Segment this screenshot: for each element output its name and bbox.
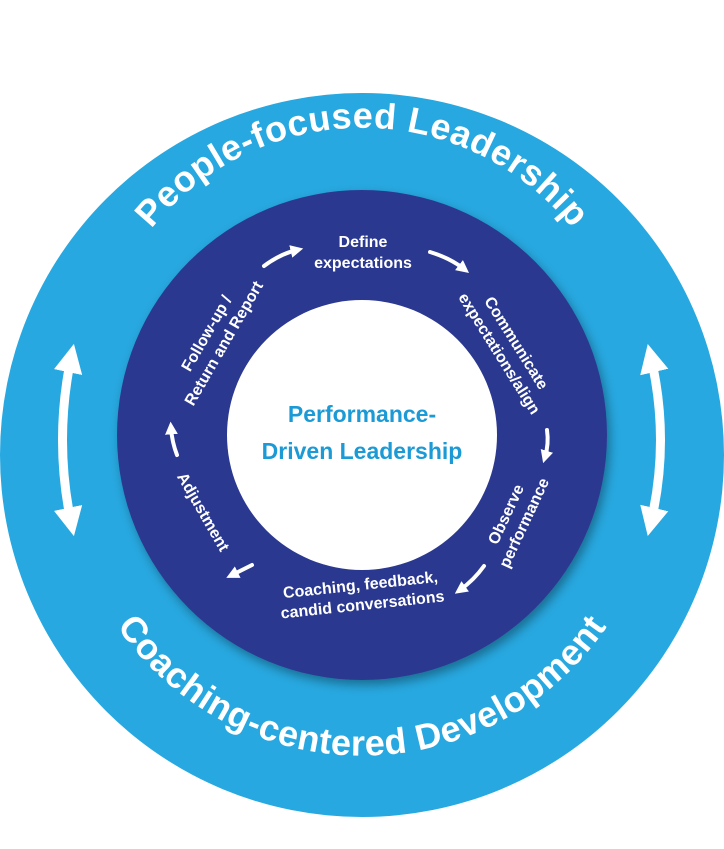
cycle-arrow-4: [454, 564, 486, 594]
center-circle: [227, 300, 497, 570]
cycle-arrow-1: [262, 245, 304, 268]
center-title-line1: Performance-: [288, 401, 436, 427]
center-title-line2: Driven Leadership: [262, 438, 463, 464]
left-double-arrow-icon: [53, 343, 83, 537]
cycle-step-define: Define expectations: [314, 234, 412, 272]
cycle-arrows: [165, 245, 553, 594]
step-label-line: Define: [339, 234, 388, 251]
right-double-arrow-icon: [640, 343, 669, 537]
cycle-arrow-3: [540, 428, 553, 464]
cycle-arrow-5: [226, 563, 254, 578]
cycle-arrow-2: [428, 250, 470, 273]
cycle-arrow-6: [165, 421, 179, 457]
step-label-line: expectations: [314, 255, 412, 272]
